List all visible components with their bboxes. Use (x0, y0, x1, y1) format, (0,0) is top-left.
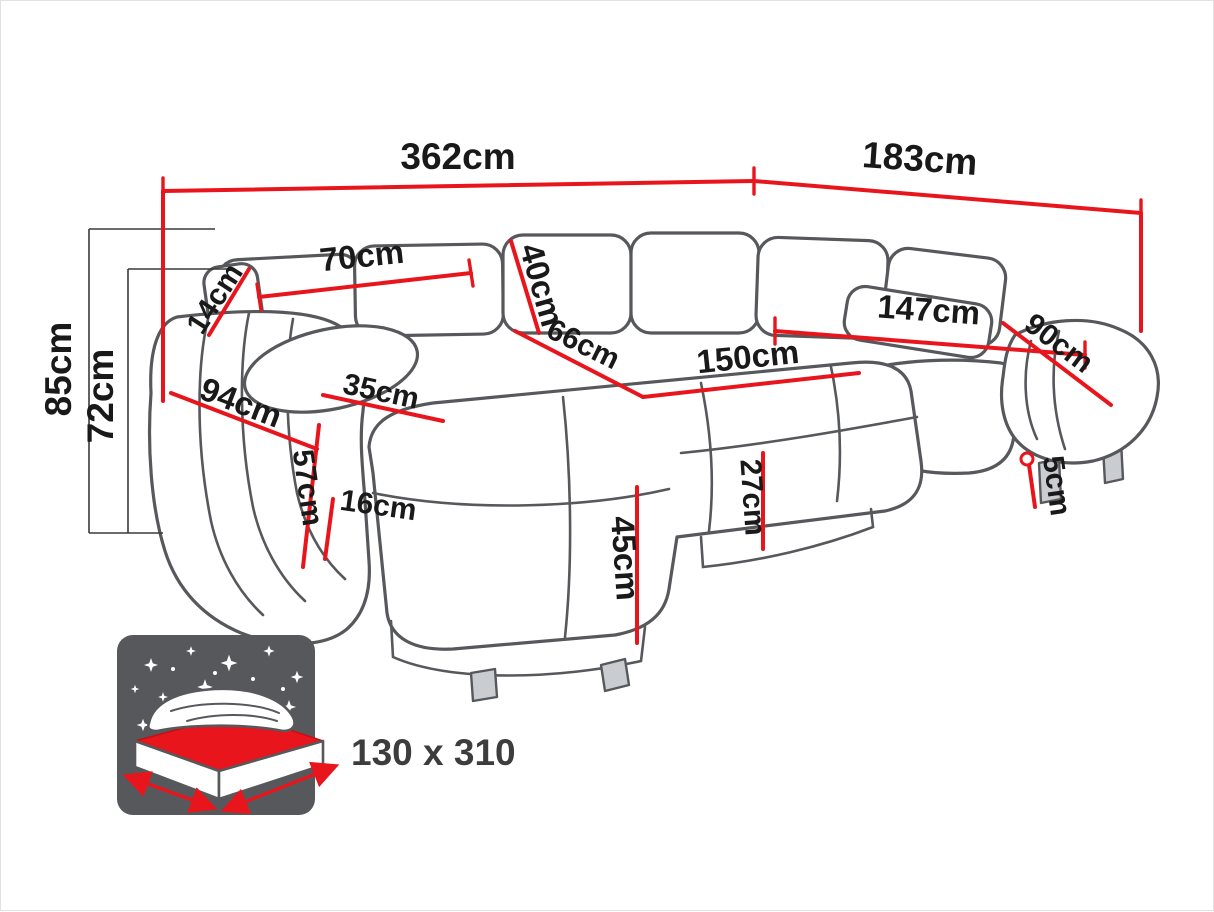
duvet (146, 687, 296, 733)
dimension-label-total-width: 362cm (400, 136, 515, 177)
dimension-label-cushion-thickness: 27cm (733, 458, 771, 537)
length-arrow (220, 761, 340, 815)
duvet-fold (170, 702, 280, 714)
seam-line (679, 415, 919, 455)
seam-line (561, 395, 572, 639)
seam-line (198, 313, 265, 617)
dimension-line-150 (641, 371, 861, 399)
seat-platform (367, 360, 924, 651)
seam-line (1052, 329, 1067, 451)
seam-line (240, 311, 307, 603)
front-skirt (699, 507, 875, 569)
dimension-label-total-depth: 183cm (861, 134, 979, 183)
dimension-line-90 (1001, 321, 1113, 407)
seam-line (699, 381, 714, 533)
dimension-line-14 (207, 267, 251, 337)
sofa-leg (469, 667, 499, 703)
size-arrows (122, 761, 340, 815)
dimension-label-leg-height: 5cm (1036, 454, 1077, 518)
dimension-labels: 362cm 183cm 85cm 72cm 14cm 70cm 40cm 66c… (38, 134, 1099, 602)
dimension-label-backrest-height: 72cm (80, 349, 121, 444)
star-dot (213, 671, 217, 675)
dimension-tick (255, 282, 263, 312)
height-extent-lines (88, 228, 231, 534)
sleeping-area-label: 130 x 310 (351, 732, 516, 773)
dimension-line-70 (257, 271, 473, 299)
dimension-lines (161, 166, 1143, 645)
dimension-line-183 (752, 179, 1143, 215)
duvet-fold (186, 714, 278, 722)
dimension-line-5 (1027, 463, 1037, 509)
dimension-line-147 (773, 329, 1087, 357)
dimension-label-front-height: 45cm (604, 515, 647, 602)
sofa-outline (147, 231, 1160, 703)
sleeping-area-icon: 130 x 310 (117, 635, 516, 815)
dimension-label-total-height: 85cm (38, 322, 79, 417)
sofa-leg (599, 657, 631, 693)
right-armrest (999, 318, 1160, 465)
dimension-line-57 (301, 423, 321, 569)
headrest-pillow (242, 324, 420, 414)
leg-marker-dot (1019, 451, 1035, 467)
dimension-line-40 (509, 239, 541, 335)
dimension-line-66 (513, 329, 645, 399)
back-cushion (629, 231, 761, 335)
star-dot (281, 687, 285, 691)
dimension-label-chaise-length: 147cm (876, 287, 981, 331)
dimension-line-94 (169, 391, 319, 451)
star-dot (171, 667, 175, 671)
dimension-line-35 (321, 393, 445, 423)
dimension-tick (467, 258, 475, 288)
star-dot (251, 677, 255, 681)
dimension-line-16 (323, 497, 335, 561)
dimension-label-back-cushion-width: 70cm (318, 233, 406, 279)
dimension-line-362 (161, 179, 756, 193)
width-arrow (122, 771, 218, 813)
